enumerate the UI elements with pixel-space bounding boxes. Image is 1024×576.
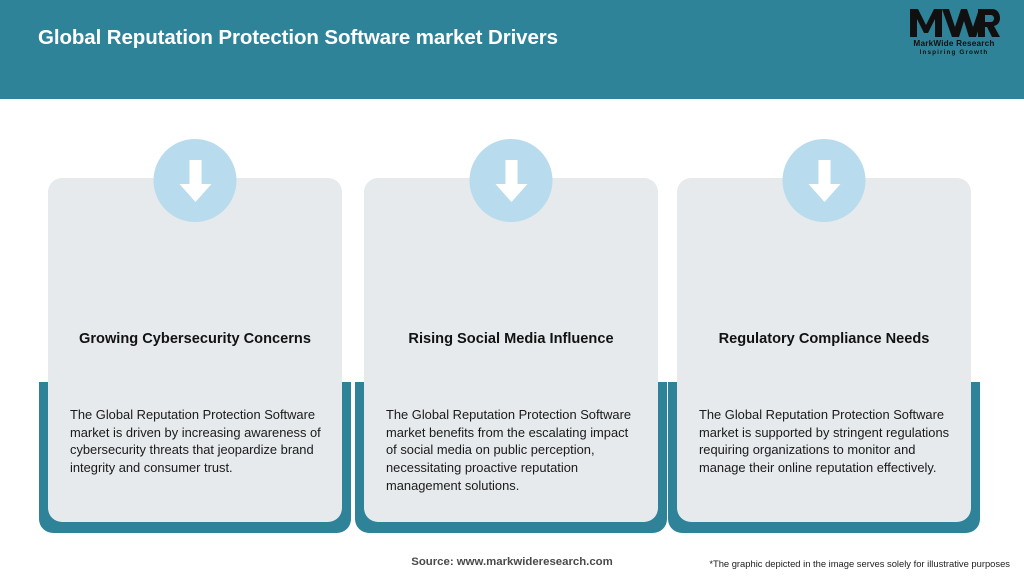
- card-body-text: The Global Reputation Protection Softwar…: [699, 407, 950, 476]
- page-header: Global Reputation Protection Software ma…: [0, 0, 1024, 99]
- card-title: Growing Cybersecurity Concerns: [79, 331, 311, 347]
- logo-company-name: MarkWide Research: [913, 39, 995, 48]
- card-panel: Regulatory Compliance Needs The Global R…: [677, 178, 971, 522]
- down-arrow-glyph: [808, 159, 840, 202]
- drivers-card-row: Growing Cybersecurity Concerns The Globa…: [0, 99, 1024, 539]
- mwr-logo-icon: [910, 9, 1000, 37]
- page-title: Global Reputation Protection Software ma…: [38, 26, 558, 49]
- card-body-text: The Global Reputation Protection Softwar…: [70, 407, 321, 476]
- driver-card-3: Regulatory Compliance Needs The Global R…: [668, 99, 980, 539]
- card-panel: Rising Social Media Influence The Global…: [364, 178, 658, 522]
- down-arrow-icon: [782, 139, 866, 222]
- driver-card-1: Growing Cybersecurity Concerns The Globa…: [39, 99, 351, 539]
- down-arrow-icon: [153, 139, 237, 222]
- card-panel: Growing Cybersecurity Concerns The Globa…: [48, 178, 342, 522]
- down-arrow-glyph: [495, 159, 527, 202]
- brand-logo: MarkWide Research Inspiring Growth: [902, 8, 1006, 64]
- disclaimer-label: *The graphic depicted in the image serve…: [709, 558, 1010, 569]
- down-arrow-icon: [469, 139, 553, 222]
- source-label: Source: www.markwideresearch.com: [411, 556, 613, 568]
- logo-tagline: Inspiring Growth: [919, 49, 989, 56]
- card-title: Regulatory Compliance Needs: [718, 331, 930, 347]
- down-arrow-glyph: [179, 159, 211, 202]
- card-title: Rising Social Media Influence: [408, 331, 614, 347]
- driver-card-2: Rising Social Media Influence The Global…: [355, 99, 667, 539]
- card-body-text: The Global Reputation Protection Softwar…: [386, 407, 632, 493]
